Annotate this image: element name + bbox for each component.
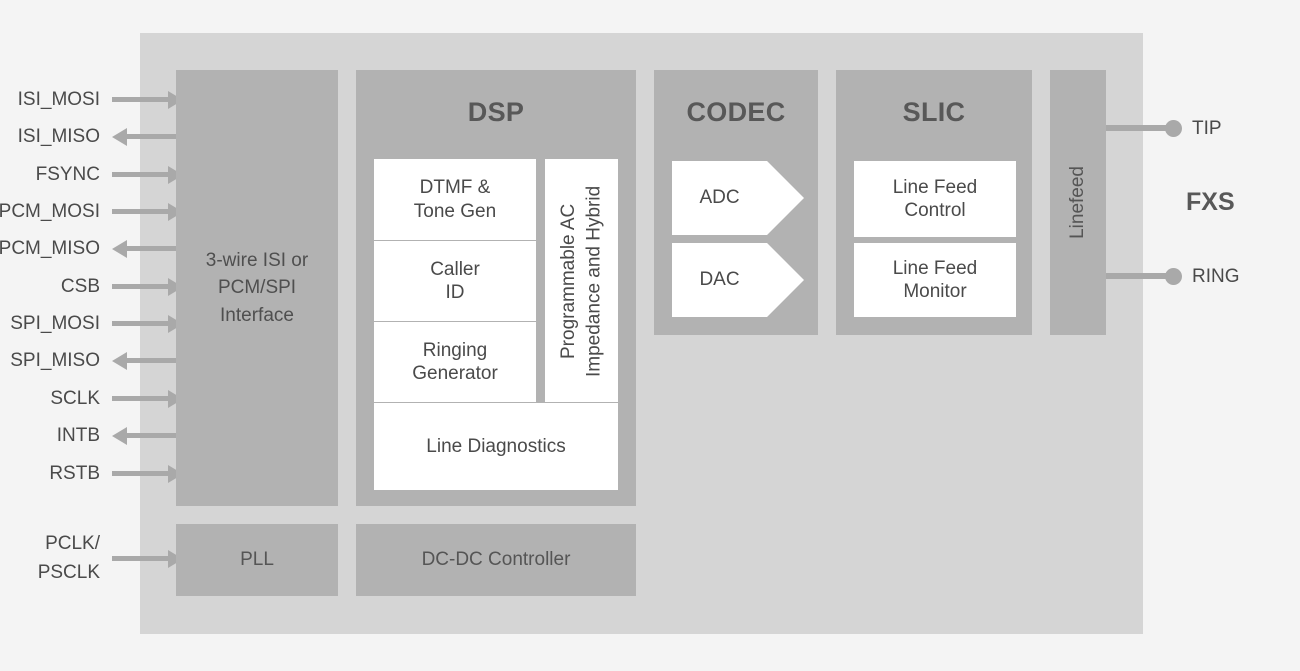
line-feed-control-line-1: Line Feed	[892, 176, 978, 198]
arrow-left-icon	[112, 352, 127, 370]
block-programmable-ac-impedance-hybrid[interactable]: Programmable AC Impedance and Hybrid	[545, 159, 618, 402]
ringing-line-1: Ringing	[422, 339, 488, 361]
block-linefeed-label-wrap: Linefeed	[1050, 70, 1106, 335]
block-caller-id-label: Caller ID	[374, 241, 536, 321]
arrow-right-icon	[112, 556, 170, 561]
pin-label-isi-miso: ISI_MISO	[17, 126, 100, 147]
pin-label-rstb: RSTB	[49, 463, 100, 484]
pin-label-pclk-line2: PSCLK	[37, 562, 100, 583]
pin-label-pcm-miso: PCM_MISO	[0, 238, 100, 259]
arrow-left-icon	[126, 358, 184, 363]
arrow-left-icon	[126, 134, 184, 139]
interface-line-3: Interface	[220, 304, 294, 326]
pin-dot-icon	[1165, 120, 1182, 137]
interface-line-1: 3-wire ISI or	[205, 249, 309, 271]
caller-id-line-1: Caller	[430, 258, 480, 280]
pin-label-spi-mosi: SPI_MOSI	[10, 313, 100, 334]
pin-label-spi-miso: SPI_MISO	[10, 350, 100, 371]
pin-line-ring	[1106, 273, 1170, 279]
dtmf-line-1: DTMF &	[419, 177, 491, 199]
pin-label-tip: TIP	[1192, 118, 1222, 139]
block-ringing-generator-label: Ringing Generator	[374, 322, 536, 402]
block-line-feed-monitor[interactable]: Line Feed Monitor	[854, 243, 1016, 317]
line-feed-control-line-2: Control	[904, 200, 966, 221]
arrow-left-icon	[126, 433, 184, 438]
line-feed-monitor-line-1: Line Feed	[892, 257, 978, 279]
block-dc-dc-controller-label: DC-DC Controller	[421, 549, 571, 571]
block-dtmf-tone-gen[interactable]: DTMF & Tone Gen	[374, 159, 536, 240]
block-line-diagnostics[interactable]: Line Diagnostics	[374, 403, 618, 490]
block-line-diagnostics-label: Line Diagnostics	[426, 435, 566, 457]
block-linefeed-label: Linefeed	[1067, 166, 1088, 239]
arrow-right-icon	[112, 209, 170, 214]
block-dtmf-tone-gen-label: DTMF & Tone Gen	[374, 159, 536, 240]
pin-dot-icon	[1165, 268, 1182, 285]
pin-label-fsync: FSYNC	[35, 164, 100, 185]
arrow-left-icon	[112, 427, 127, 445]
pin-label-pcm-mosi: PCM_MOSI	[0, 201, 100, 222]
arrow-right-icon	[112, 321, 170, 326]
block-caller-id[interactable]: Caller ID	[374, 241, 536, 321]
block-pll-label: PLL	[240, 549, 274, 571]
arrow-left-icon	[112, 240, 127, 258]
caller-id-line-2: ID	[445, 282, 465, 303]
block-dsp-title: DSP	[467, 96, 525, 127]
pin-label-isi-mosi: ISI_MOSI	[17, 89, 100, 110]
block-line-feed-monitor-label: Line Feed Monitor	[854, 243, 1016, 317]
block-line-feed-control[interactable]: Line Feed Control	[854, 161, 1016, 237]
block-programmable-ac-impedance-hybrid-label-wrap: Programmable AC Impedance and Hybrid	[545, 159, 618, 402]
block-dac-label: DAC	[699, 269, 740, 290]
pin-label-intb: INTB	[56, 425, 100, 446]
arrow-right-icon	[112, 396, 170, 401]
pin-label-pclk-line1: PCLK/	[45, 533, 100, 554]
block-slic-title: SLIC	[902, 96, 966, 127]
dtmf-line-2: Tone Gen	[413, 200, 497, 222]
block-codec-title: CODEC	[686, 96, 786, 127]
pin-line-tip	[1106, 125, 1170, 131]
pin-label-ring: RING	[1192, 266, 1240, 287]
arrow-right-icon	[112, 97, 170, 102]
pin-label-csb: CSB	[60, 276, 100, 297]
interface-line-2: PCM/SPI	[217, 277, 297, 299]
block-adc-label: ADC	[699, 187, 740, 208]
group-label-fxs: FXS	[1186, 187, 1235, 216]
block-pll[interactable]: PLL	[176, 524, 338, 596]
programmable-ac-impedance-hybrid-label: Programmable AC Impedance and Hybrid	[557, 184, 605, 377]
pin-label-sclk: SCLK	[50, 388, 100, 409]
arrow-right-icon	[112, 172, 170, 177]
block-ringing-generator[interactable]: Ringing Generator	[374, 322, 536, 402]
arrow-right-icon	[112, 284, 170, 289]
arrow-left-icon	[112, 128, 127, 146]
arrow-left-icon	[126, 246, 184, 251]
line-feed-monitor-line-2: Monitor	[903, 281, 967, 302]
block-dc-dc-controller[interactable]: DC-DC Controller	[356, 524, 636, 596]
block-linefeed[interactable]: Linefeed	[1050, 70, 1106, 335]
ringing-line-2: Generator	[412, 363, 498, 384]
block-interface-label: 3-wire ISI or PCM/SPI Interface	[176, 70, 338, 506]
block-line-feed-control-label: Line Feed Control	[854, 161, 1016, 237]
arrow-right-icon	[112, 471, 170, 476]
block-interface[interactable]: 3-wire ISI or PCM/SPI Interface	[176, 70, 338, 506]
